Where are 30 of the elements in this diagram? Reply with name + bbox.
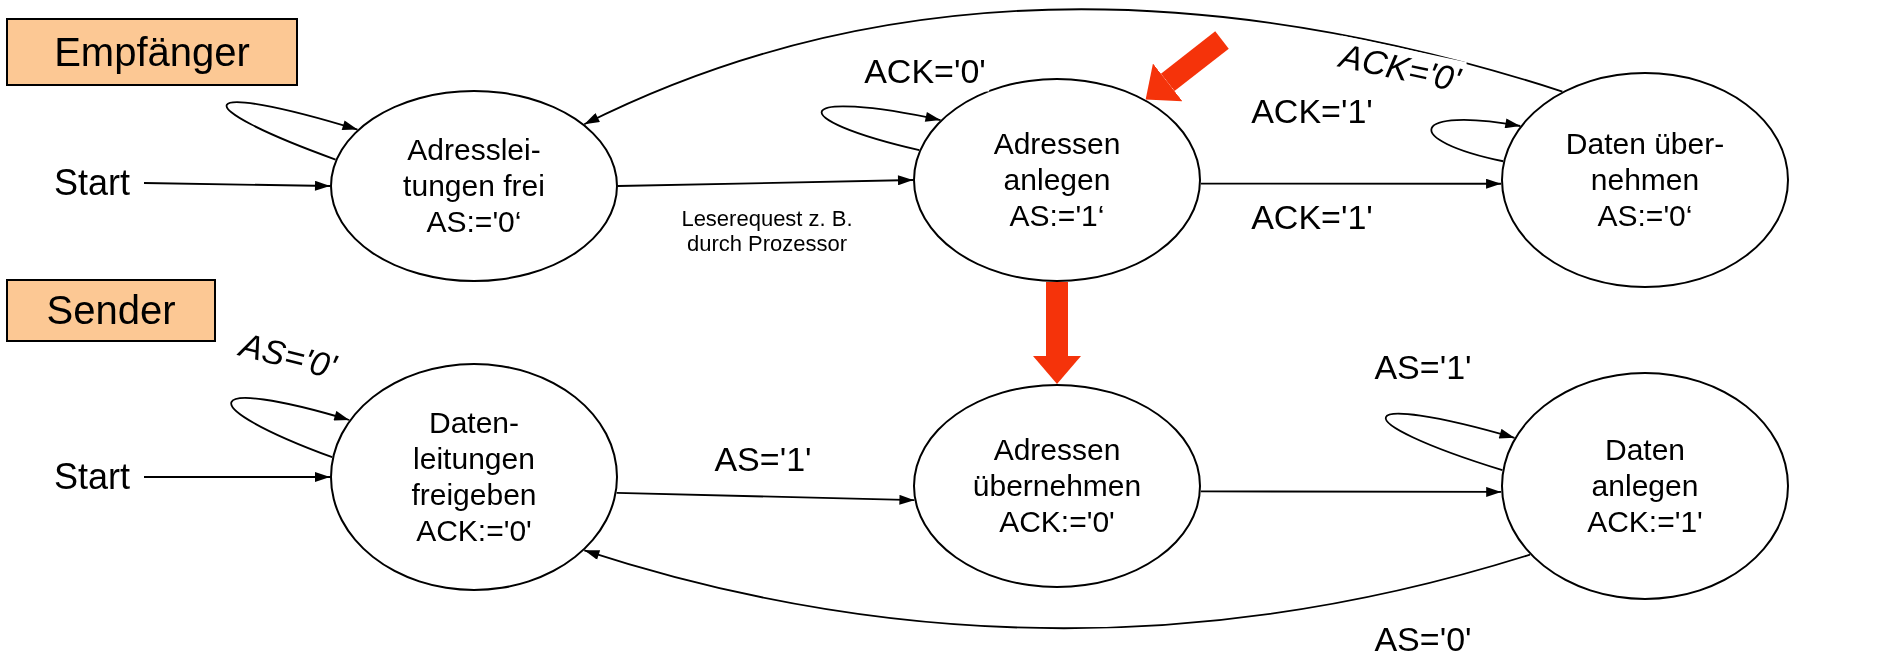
arrow: [143, 472, 331, 482]
arrow: [821, 105, 942, 152]
block-arrow: [1033, 282, 1081, 384]
arrow: [1200, 178, 1502, 189]
role-label-box: Sender: [6, 279, 216, 342]
block-arrow: [1145, 31, 1229, 102]
state-label: ACK:='0': [998, 504, 1116, 540]
state-label: ACK:='1': [1586, 504, 1704, 540]
start-label: Start: [40, 160, 144, 206]
start-label: Start: [40, 454, 144, 500]
arrow: [583, 9, 1564, 126]
state-label: ACK:='0': [415, 513, 533, 549]
state-label: Daten- leitungen freigeben: [410, 405, 538, 513]
state-label: AS:='0‘: [425, 204, 523, 240]
arrow: [615, 491, 916, 505]
state-label: Adressen anlegen: [992, 126, 1122, 198]
arrow: [1430, 118, 1522, 163]
arrow: [617, 175, 914, 187]
arrow: [583, 549, 1531, 630]
state-label: Daten über- nehmen: [1564, 126, 1726, 198]
state-label: Adressen übernehmen: [971, 432, 1143, 504]
state-label: AS:='1‘: [1008, 198, 1106, 234]
arrow: [226, 101, 359, 161]
state-label: AS:='0‘: [1596, 198, 1694, 234]
arrow: [143, 180, 331, 191]
role-label-box: Empfänger: [6, 18, 298, 86]
arrow: [1199, 486, 1503, 497]
state-label: Daten anlegen: [1590, 432, 1700, 504]
state-label: Adresslei- tungen frei: [402, 132, 546, 204]
arrow: [230, 397, 351, 459]
